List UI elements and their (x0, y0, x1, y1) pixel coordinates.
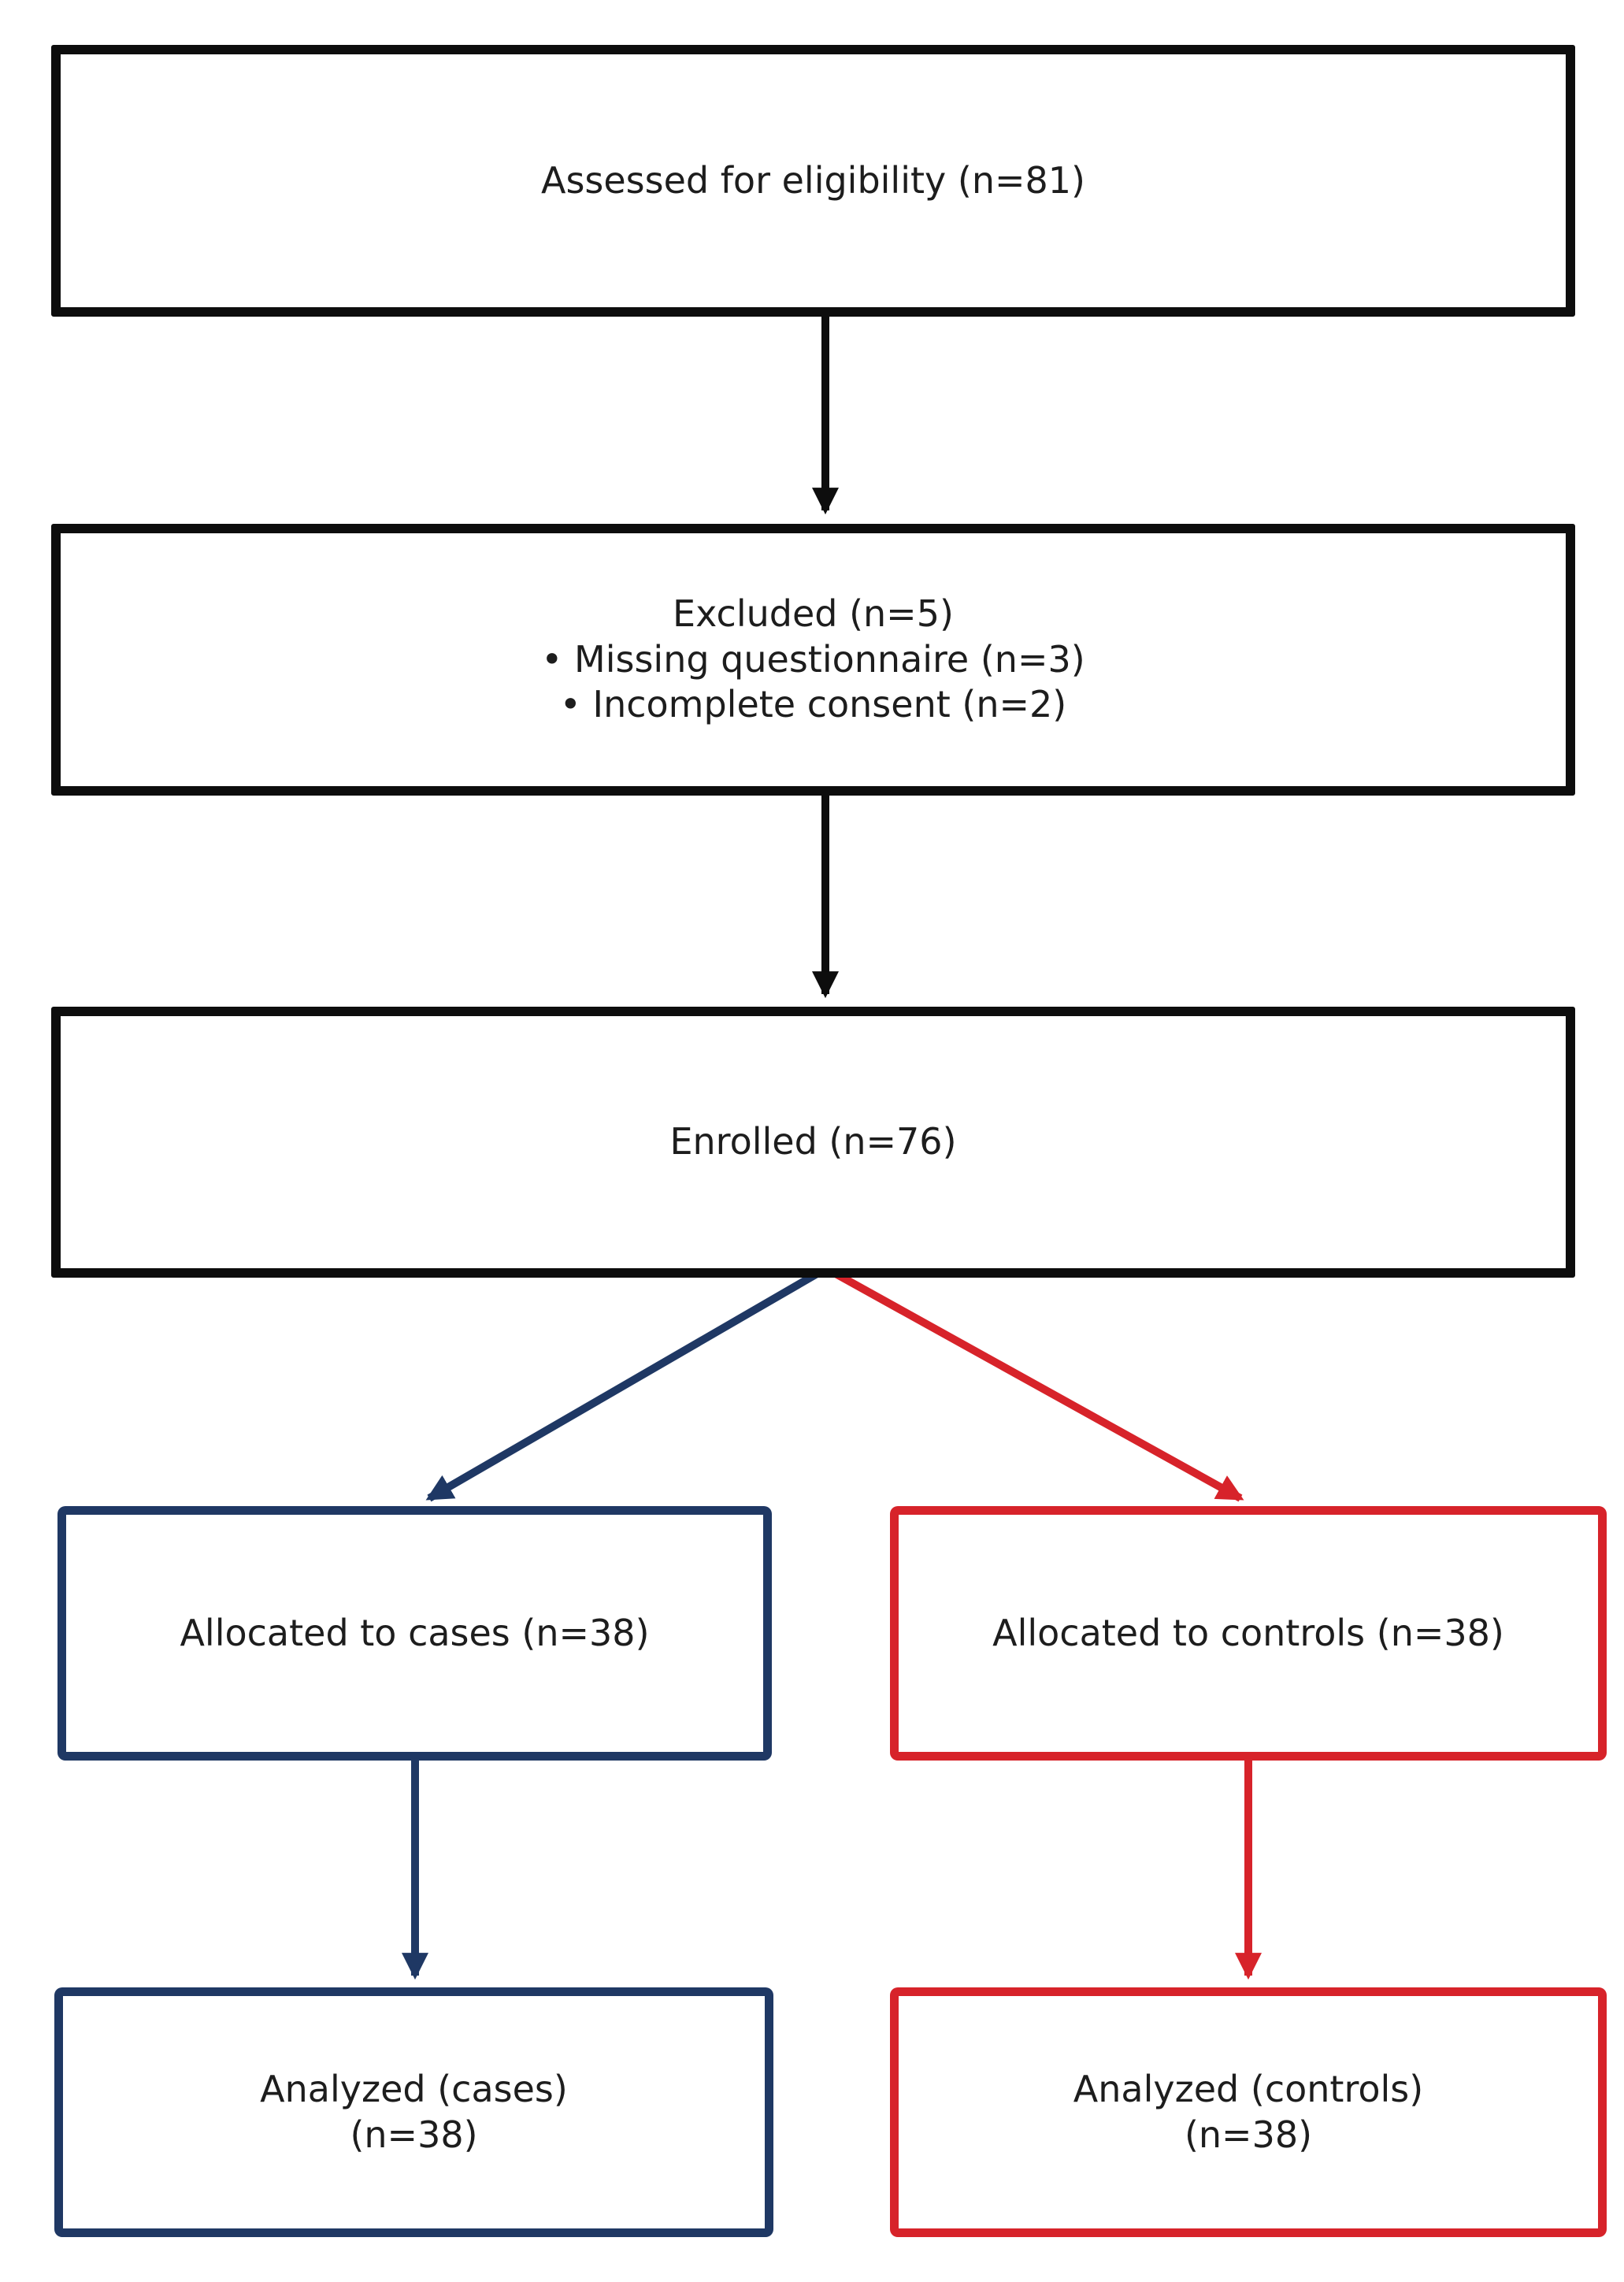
excluded-bullet-missing-questionnaire: • Missing questionnaire (n=3) (541, 637, 1085, 681)
enrolled-box: Enrolled (n=76) (51, 1007, 1575, 1278)
excluded-bullet-incomplete-consent: • Incomplete consent (n=2) (559, 683, 1067, 726)
enrolled-label: Enrolled (n=76) (669, 1120, 957, 1163)
allocated-cases-label: Allocated to cases (n=38) (180, 1611, 650, 1654)
arrow-enrolled-to-cases (425, 1266, 826, 1502)
analyzed-cases-label-line1: Analyzed (cases) (260, 2068, 568, 2110)
allocated-controls-box: Allocated to controls (n=38) (890, 1506, 1607, 1761)
analyzed-cases-label-line2: (n=38) (350, 2113, 478, 2156)
arrow-enrolled-to-controls (826, 1266, 1244, 1502)
excluded-title: Excluded (n=5) (673, 592, 954, 636)
allocated-controls-label: Allocated to controls (n=38) (992, 1611, 1504, 1654)
analyzed-controls-label-line2: (n=38) (1184, 2113, 1313, 2156)
assessed-eligibility-box: Assessed for eligibility (n=81) (51, 45, 1575, 317)
allocated-cases-box: Allocated to cases (n=38) (57, 1506, 772, 1761)
excluded-box: Excluded (n=5) • Missing questionnaire (… (51, 524, 1575, 796)
analyzed-controls-label-line1: Analyzed (controls) (1073, 2068, 1424, 2110)
analyzed-controls-box: Analyzed (controls) (n=38) (890, 1987, 1607, 2237)
assessed-eligibility-label: Assessed for eligibility (n=81) (540, 158, 1085, 202)
analyzed-cases-box: Analyzed (cases) (n=38) (54, 1987, 773, 2237)
